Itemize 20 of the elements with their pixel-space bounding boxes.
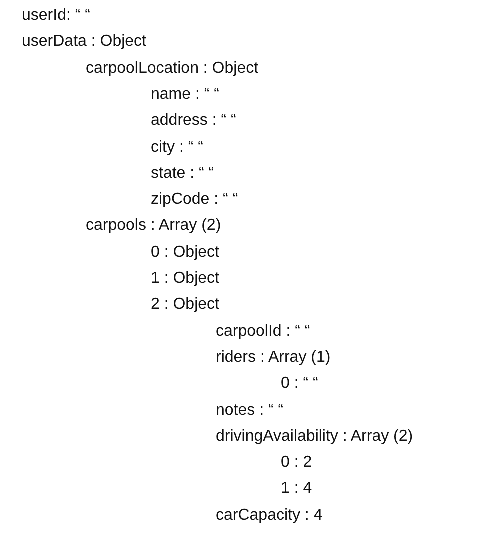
tree-entry: 0 : “ “ bbox=[281, 374, 318, 394]
tree-entry: riders : Array (1) bbox=[216, 348, 331, 367]
tree-entry: userId: “ “ bbox=[22, 6, 90, 25]
tree-entry: carpoolId : “ “ bbox=[216, 322, 310, 341]
tree-entry: 0 : 2 bbox=[281, 453, 312, 472]
tree-entry: state : “ “ bbox=[151, 164, 214, 183]
tree-entry: carpools : Array (2) bbox=[86, 216, 222, 236]
tree-entry: name : “ “ bbox=[151, 84, 220, 104]
tree-entry: zipCode : “ “ bbox=[151, 190, 238, 210]
tree-entry: notes : “ “ bbox=[216, 400, 284, 420]
tree-entry: userData : Object bbox=[22, 32, 146, 52]
tree-entry: drivingAvailability : Array (2) bbox=[216, 426, 414, 446]
tree-entry: 1 : Object bbox=[151, 269, 220, 288]
tree-entry: address : “ “ bbox=[151, 111, 236, 130]
tree-entry: carpoolLocation : Object bbox=[86, 58, 259, 78]
tree-entry: 2 : Object bbox=[151, 295, 220, 314]
tree-entry: city : “ “ bbox=[151, 138, 204, 156]
tree-entry: 1 : 4 bbox=[281, 479, 312, 498]
tree-entry: carCapacity : 4 bbox=[216, 506, 323, 525]
tree-entry: 0 : Object bbox=[151, 242, 220, 262]
